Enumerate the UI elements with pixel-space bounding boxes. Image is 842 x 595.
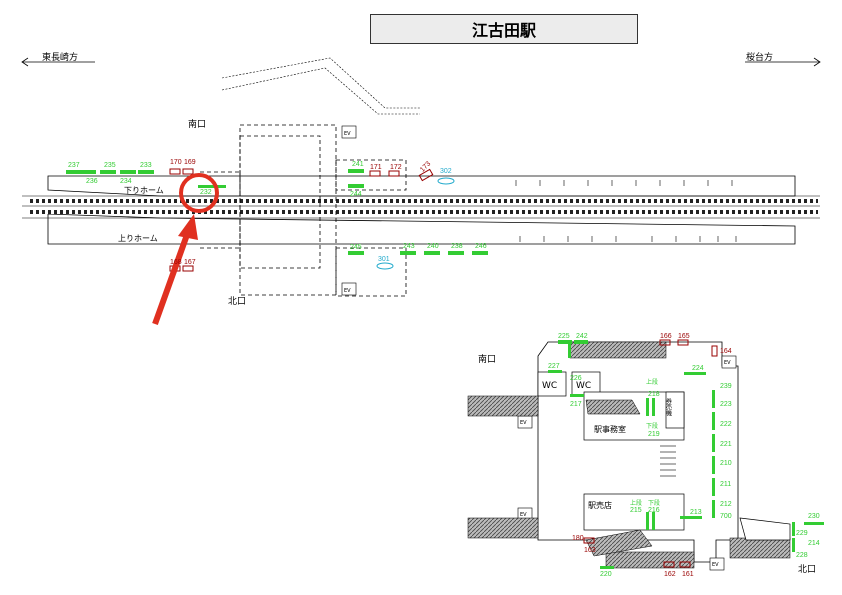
down-label-1: 下段 (646, 422, 658, 430)
label-243: 243 (403, 243, 415, 250)
down-platform-label: 下りホーム (124, 186, 164, 195)
label-b219: 219 (648, 431, 660, 438)
wc-label-1: WC (542, 381, 557, 391)
top-platform-plan (22, 57, 820, 326)
label-237: 237 (68, 162, 80, 169)
label-b225: 225 (558, 333, 570, 340)
label-173: 173 (419, 160, 432, 173)
down-label-2: 下段 (648, 499, 660, 507)
label-b700: 700 (720, 513, 732, 520)
up-platform (47, 213, 796, 245)
top-north-exit-label: 北口 (228, 296, 246, 307)
highlight-circle (179, 173, 219, 213)
label-b162: 162 (664, 571, 676, 578)
label-b239: 239 (720, 383, 732, 390)
up-label-2: 上段 (630, 499, 642, 507)
label-b161: 161 (682, 571, 694, 578)
label-232: 232 (200, 189, 212, 196)
label-167: 167 (184, 259, 196, 266)
label-233: 233 (140, 162, 152, 169)
top-ev-label-2: EV (344, 288, 351, 294)
label-245: 245 (350, 244, 362, 251)
label-b164: 164 (720, 348, 732, 355)
label-b227: 227 (548, 363, 560, 370)
label-b226: 226 (570, 375, 582, 382)
direction-right-label: 桜台方 (746, 53, 774, 63)
direction-left-label: 東長崎方 (42, 53, 79, 63)
bottom-ev-label-4: EV (712, 562, 719, 568)
label-236: 236 (86, 178, 98, 185)
label-302: 302 (440, 168, 452, 175)
label-b228: 228 (796, 552, 808, 559)
label-235: 235 (104, 162, 116, 169)
label-240: 240 (427, 243, 439, 250)
label-b214: 214 (808, 540, 820, 547)
label-b230: 230 (808, 513, 820, 520)
label-170: 170 (170, 159, 182, 166)
label-169: 169 (184, 159, 196, 166)
ticket-machines-label: 券売機 (665, 397, 672, 417)
bottom-ev-label-3: EV (520, 512, 527, 518)
highlight-arrow (152, 230, 191, 326)
label-b229: 229 (796, 530, 808, 537)
label-b210: 210 (720, 460, 732, 467)
bottom-north-exit-label: 北口 (798, 564, 816, 575)
label-b220: 220 (600, 571, 612, 578)
label-b222: 222 (720, 421, 732, 428)
up-label-1: 上段 (646, 378, 658, 386)
label-238: 238 (451, 243, 463, 250)
bottom-concourse-plan (467, 339, 824, 571)
label-b165: 165 (678, 333, 690, 340)
label-246: 246 (475, 243, 487, 250)
top-south-exit-label: 南口 (188, 118, 206, 130)
label-b216: 216 (648, 507, 660, 514)
wc-label-2: WC (576, 381, 591, 391)
label-b218: 218 (648, 391, 660, 398)
shop-label: 駅売店 (588, 500, 612, 510)
bottom-ev-label-1: EV (724, 360, 731, 366)
label-b242: 242 (576, 333, 588, 340)
top-ev-label-1: EV (344, 131, 351, 137)
direction-left-arrow (21, 57, 95, 67)
label-172: 172 (390, 164, 402, 171)
bottom-south-exit-label: 南口 (478, 353, 496, 365)
label-b224: 224 (692, 365, 704, 372)
label-b215: 215 (630, 507, 642, 514)
label-b166: 166 (660, 333, 672, 340)
office-label: 駅事務室 (594, 424, 626, 434)
label-b163: 163 (584, 547, 596, 554)
label-244: 244 (350, 191, 362, 198)
label-168: 168 (170, 259, 182, 266)
label-234: 234 (120, 178, 132, 185)
label-241: 241 (352, 161, 364, 168)
station-title: 江古田駅 (370, 14, 638, 44)
label-b217: 217 (570, 401, 582, 408)
label-b212: 212 (720, 501, 732, 508)
label-b211: 211 (720, 481, 731, 488)
label-171: 171 (370, 164, 382, 171)
direction-right-arrow (745, 57, 821, 67)
label-b223: 223 (720, 401, 732, 408)
up-platform-label: 上りホーム (118, 234, 158, 243)
label-b221: 221 (720, 441, 732, 448)
bottom-ev-label-2: EV (520, 420, 527, 426)
label-301: 301 (378, 256, 390, 263)
label-b180: 180 (572, 535, 584, 542)
label-b213: 213 (690, 509, 702, 516)
